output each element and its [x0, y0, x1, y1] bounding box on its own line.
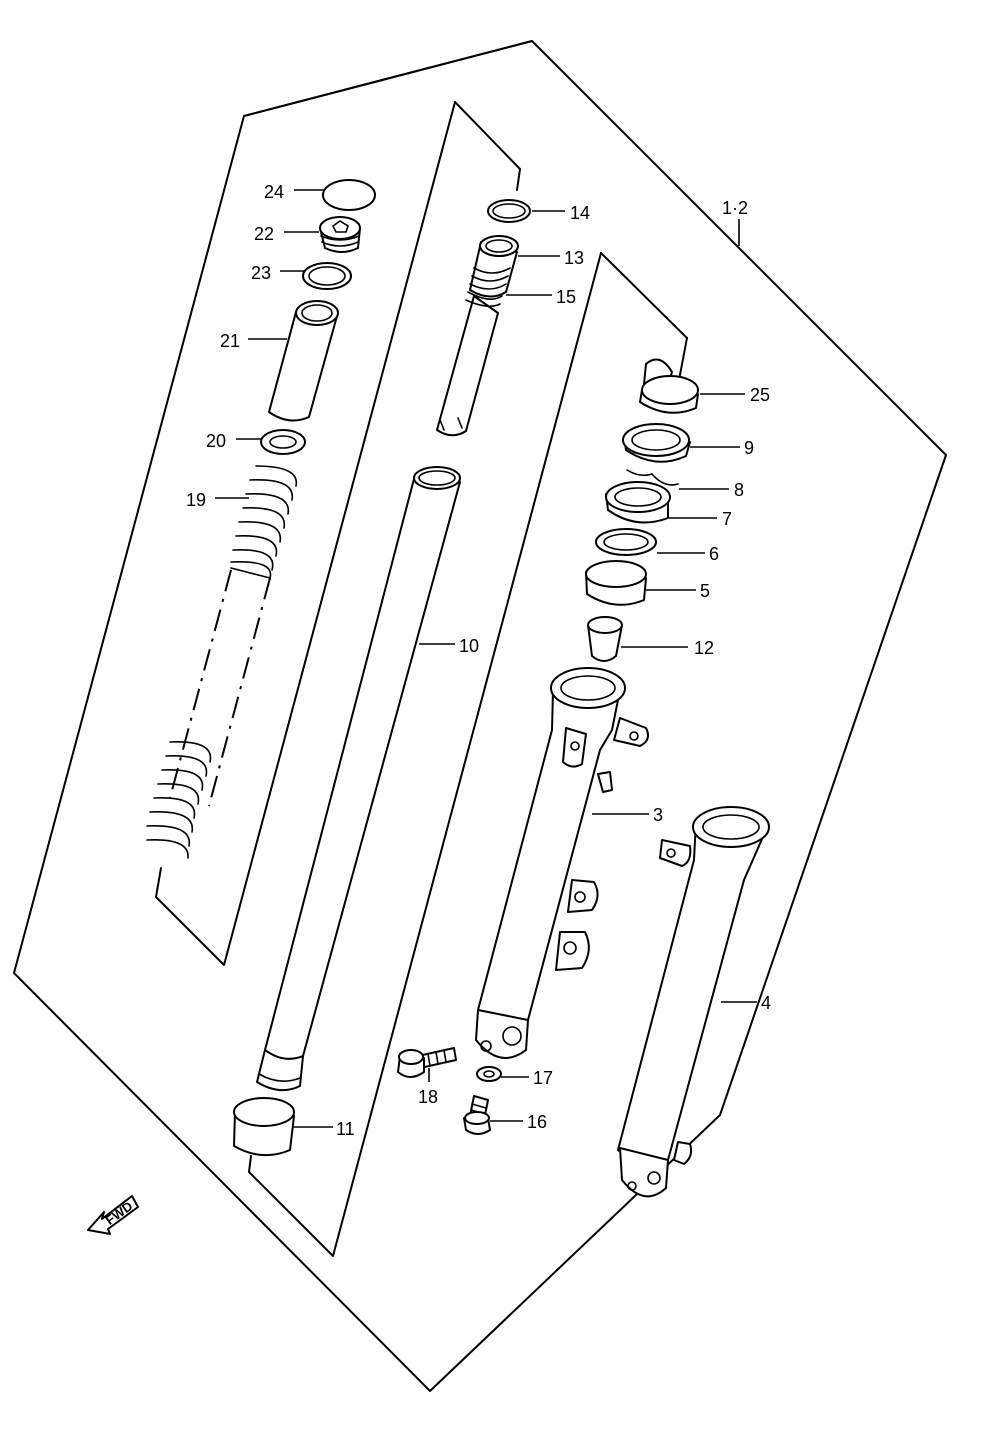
spring-group-outline: [243, 40, 533, 117]
callout-14: 14: [570, 203, 590, 223]
callout-11: 11: [336, 1119, 355, 1139]
part-7-oil-seal: [605, 481, 671, 524]
inner-tube-group-outline-b: [248, 252, 602, 1257]
callout-8: 8: [734, 480, 744, 500]
part-18-bolt: [397, 1047, 457, 1078]
assembly-label-1-2: 1·2: [722, 198, 748, 218]
callout-4: 4: [761, 993, 771, 1013]
part-20-washer: [260, 429, 306, 455]
callout-7: 7: [722, 509, 732, 529]
callout-15: 15: [556, 287, 576, 307]
part-6-oil-seal-retainer: [595, 528, 657, 556]
part-25-dust-cover-cap: [639, 358, 699, 414]
part-4-outer-tube: [617, 806, 770, 1198]
callout-13: 13: [564, 248, 584, 268]
callout-21: 21: [220, 331, 240, 351]
callout-24: 24: [264, 182, 284, 202]
callout-6: 6: [709, 544, 719, 564]
callout-18: 18: [418, 1087, 438, 1107]
callout-5: 5: [700, 581, 710, 601]
part-12-oil-lock-piece: [587, 616, 623, 662]
part-22-cap-bolt: [319, 216, 361, 253]
fwd-arrow-icon: FWD: [87, 1195, 139, 1235]
part-10-inner-tube: [256, 466, 461, 1092]
part-16-bolt: [463, 1095, 491, 1135]
part-21-spacer: [268, 300, 339, 422]
callout-25: 25: [750, 385, 770, 405]
callout-9: 9: [744, 438, 754, 458]
part-23-o-ring: [302, 262, 352, 290]
part-11-slide-bushing: [233, 1097, 295, 1157]
callout-20: 20: [206, 431, 226, 451]
callout-3: 3: [653, 805, 663, 825]
part-24-cap: [322, 179, 376, 211]
part-13-15-damper-rod: [436, 235, 519, 437]
inner-group-outline-b: [155, 101, 456, 966]
callout-16: 16: [527, 1112, 547, 1132]
callout-10: 10: [459, 636, 479, 656]
callout-22: 22: [254, 224, 274, 244]
part-3-outer-tube: [475, 667, 649, 1059]
part-17-washer: [476, 1066, 502, 1082]
inner-tube-group-outline: [600, 252, 688, 381]
part-14-ring: [487, 199, 531, 223]
part-5-guide-bushing: [585, 560, 647, 606]
callout-23: 23: [251, 263, 271, 283]
part-9-dust-seal: [622, 423, 691, 463]
callout-12: 12: [694, 638, 714, 658]
leader-lines: [215, 189, 757, 1128]
callout-17: 17: [533, 1068, 553, 1088]
part-8-stopper-ring: [626, 469, 679, 486]
inner-group-outline-a: [454, 101, 521, 191]
callout-19: 19: [186, 490, 206, 510]
part-19-fork-spring: [146, 465, 298, 859]
